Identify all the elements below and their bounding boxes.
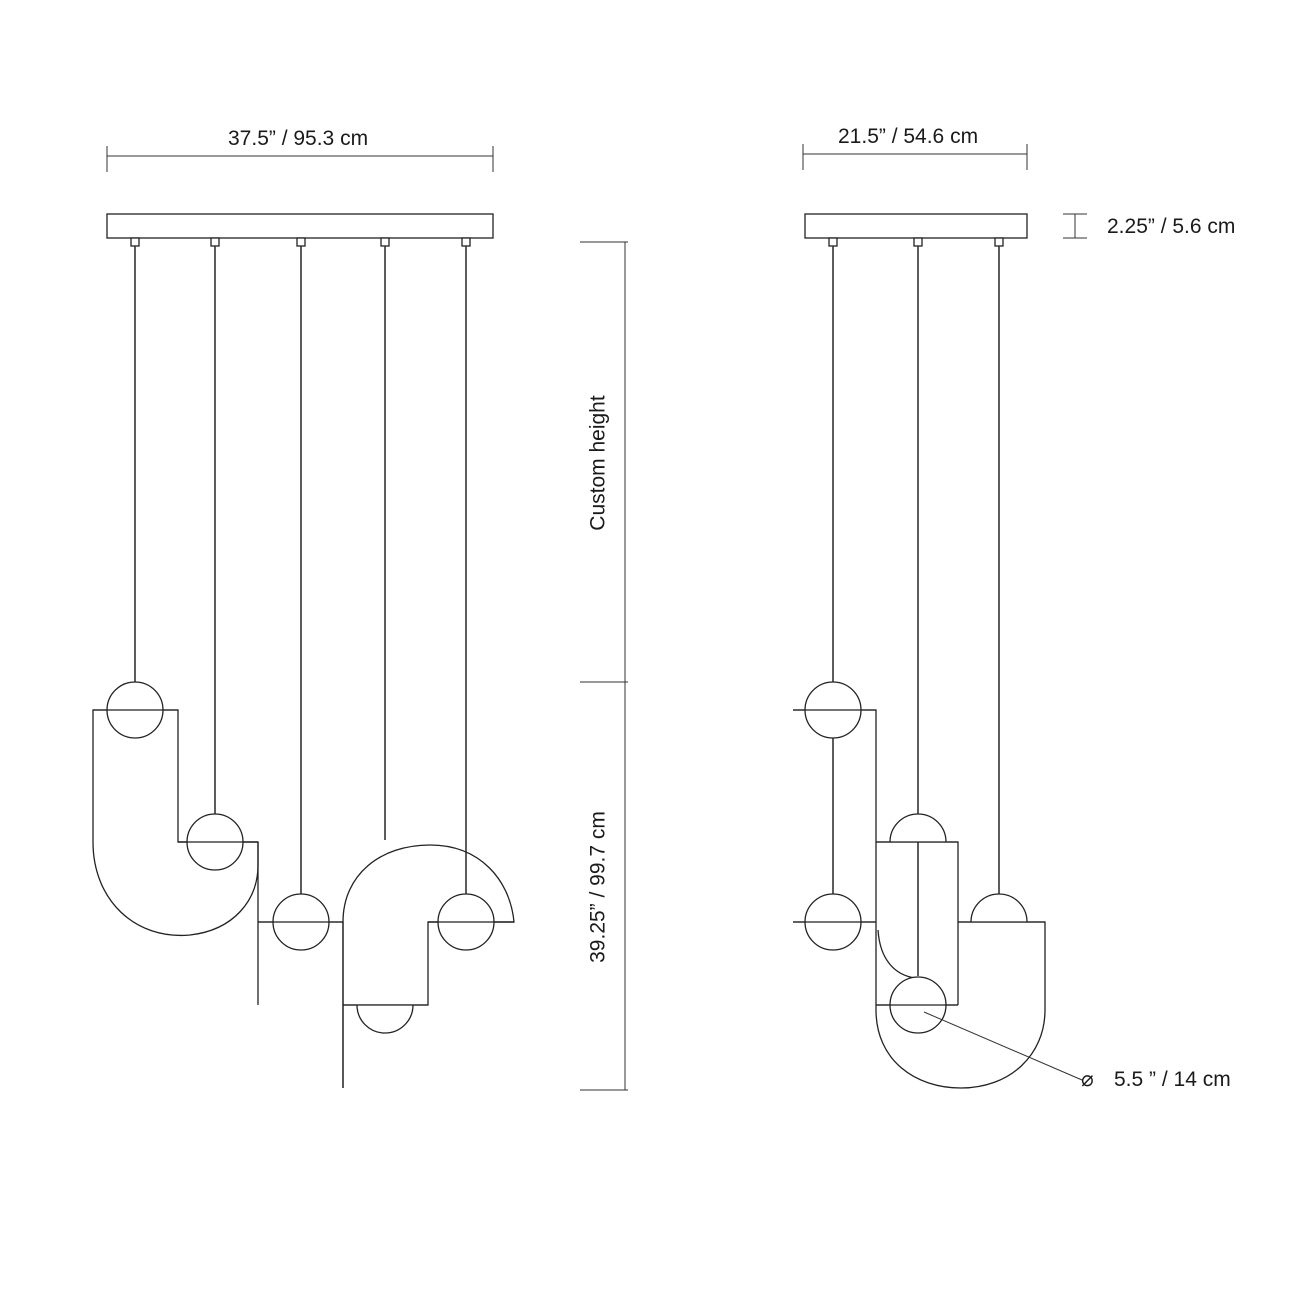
side-canopy [804,213,1028,239]
side-globes [793,681,1045,1034]
diameter-symbol-icon: ⌀ [1081,1068,1094,1091]
side-width-label: 21.5” / 54.6 cm [838,125,979,148]
side-cords [832,246,1000,976]
side-width-dimension-line [802,144,1028,170]
front-globes [93,681,514,1034]
canopy-height-dimension-line [1063,213,1087,239]
front-width-dimension-line [106,146,494,172]
globe-diameter-label: 5.5 ” / 14 cm [1114,1068,1231,1091]
front-canopy [106,213,494,239]
globe-diameter-leader [923,1011,1083,1081]
fixture-height-label: 39.25” / 99.7 cm [586,811,610,963]
front-height-dimension-line [580,241,628,1091]
front-view [92,146,628,1091]
front-cord-fittings [130,237,471,247]
canopy-height-label: 2.25” / 5.6 cm [1107,215,1236,238]
side-view [793,144,1087,1089]
custom-height-label: Custom height [586,395,610,531]
front-width-label: 37.5” / 95.3 cm [228,127,369,150]
front-cords [134,246,467,897]
side-cord-fittings [828,237,1004,247]
